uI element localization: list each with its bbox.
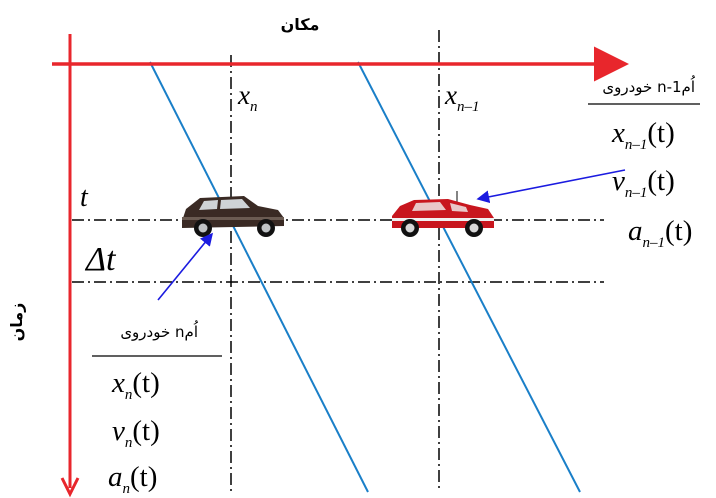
- follower-pointer-arrow: [157, 232, 214, 301]
- follower-car-icon: [182, 196, 284, 237]
- trajectory-leader: [357, 61, 581, 493]
- column-label-xn: xn: [237, 80, 257, 115]
- leader-state-x: xn–1(t): [611, 117, 675, 153]
- follower-state-v: vn(t): [112, 415, 160, 451]
- space-axis-label: مکان: [281, 15, 320, 34]
- leader-state-a: an–1(t): [628, 215, 692, 251]
- follower-vehicle-title: خودروی nاُم: [120, 321, 198, 341]
- delta-t-label: Δt: [84, 241, 117, 278]
- leader-vehicle-title: خودروی n-1اُم: [602, 76, 695, 96]
- time-t-label: t: [80, 182, 89, 213]
- time-axis-label: زمان: [7, 303, 26, 342]
- trajectory-follower: [149, 61, 369, 493]
- follower-state-x: xn(t): [111, 367, 160, 403]
- leader-car-icon: [392, 191, 494, 237]
- time-axis-arrow-icon: [60, 477, 80, 498]
- follower-state-a: an(t): [108, 461, 157, 497]
- leader-state-v: vn–1(t): [612, 165, 675, 201]
- leader-pointer-arrow: [476, 169, 626, 204]
- column-label-xn1: xn–1: [444, 80, 479, 115]
